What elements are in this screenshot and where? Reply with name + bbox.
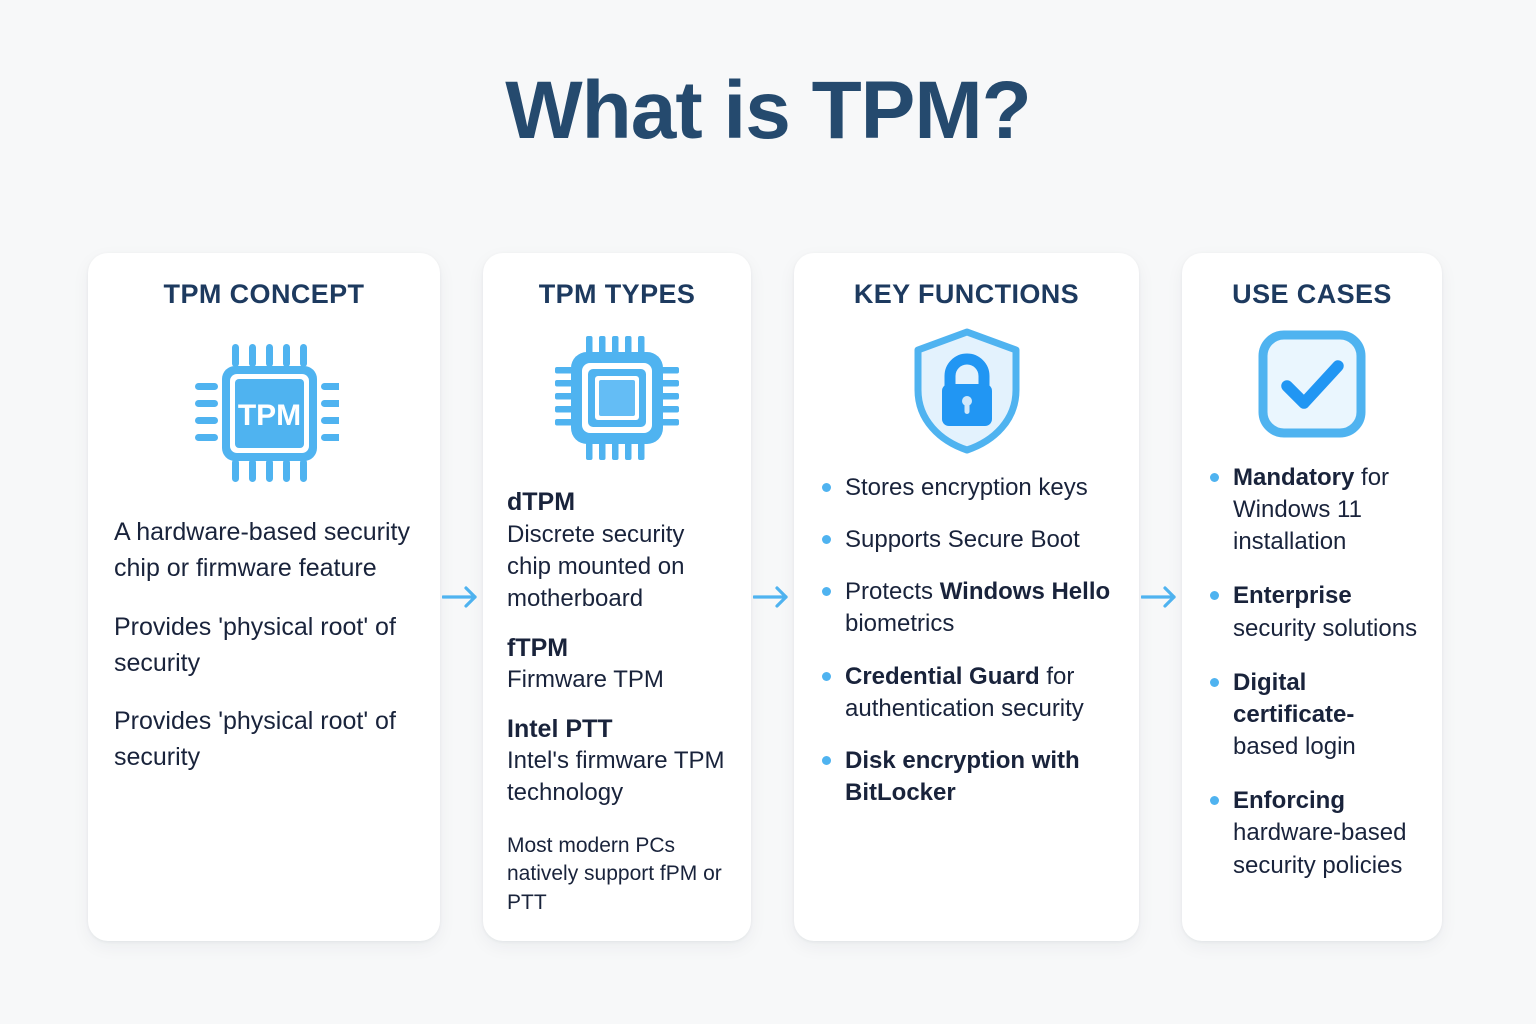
key-functions-list: Stores encryption keys Supports Secure B… bbox=[818, 472, 1115, 809]
arrow-right-icon bbox=[441, 586, 477, 608]
type-desc-1: Discrete security chip mounted on mother… bbox=[507, 520, 685, 613]
page-title: What is TPM? bbox=[505, 65, 1032, 156]
bullet-text-bold: Disk encryption with BitLocker bbox=[845, 746, 1080, 807]
chip-tpm-icon-wrap: TPM bbox=[112, 338, 416, 488]
bullet-text-plain-after: hardware-based security policies bbox=[1233, 819, 1407, 879]
checkbox-check-icon-wrap bbox=[1206, 328, 1418, 440]
card-title-key-functions: KEY FUNCTIONS bbox=[853, 279, 1080, 309]
concept-paragraph-1: A hardware-based security chip or firmwa… bbox=[114, 518, 410, 583]
bullet-text-bold: Enterprise bbox=[1233, 582, 1352, 610]
concept-paragraph-3: Provides 'physical root' of security bbox=[114, 707, 396, 772]
bullet-text-bold: Mandatory bbox=[1233, 464, 1355, 491]
bullet-text-bold: Credential Guard bbox=[845, 662, 1040, 690]
arrow-right-icon bbox=[752, 586, 788, 608]
list-item: Enterprise security solutions bbox=[1206, 580, 1418, 644]
list-item: Disk encryption with BitLocker bbox=[818, 745, 1115, 809]
bullet-text-plain-after: biometrics bbox=[845, 610, 955, 638]
card-tpm-types: TPM TYPES bbox=[483, 253, 751, 941]
bullet-text-plain-after: for authentication security bbox=[845, 662, 1084, 722]
list-item: Digital certificate-based login bbox=[1206, 667, 1418, 763]
shield-lock-icon-wrap bbox=[818, 326, 1115, 456]
bullet-text-bold: Digital certificate- bbox=[1233, 668, 1355, 728]
card-title-tpm-concept: TPM CONCEPT bbox=[163, 279, 365, 309]
card-rail: TPM CONCEPT bbox=[88, 253, 1448, 941]
list-item: Mandatory for Windows 11 installation bbox=[1206, 462, 1418, 558]
card-title-use-cases: USE CASES bbox=[1232, 279, 1392, 309]
bullet-text-plain-after: security solutions bbox=[1233, 614, 1418, 642]
bullet-text-bold: Windows Hello bbox=[939, 578, 1111, 606]
bullet-text-plain-before: Supports Secure Boot bbox=[845, 526, 1080, 554]
checkbox-check-icon bbox=[1258, 330, 1366, 438]
list-item: Credential Guard for authentication secu… bbox=[818, 661, 1115, 725]
card-title-tpm-types: TPM TYPES bbox=[538, 279, 696, 309]
processor-chip-icon-wrap bbox=[507, 334, 727, 462]
arrow-functions-to-usecases bbox=[1139, 253, 1182, 941]
bullet-text-plain-after: based login bbox=[1233, 733, 1356, 761]
processor-chip-icon bbox=[555, 336, 679, 460]
chip-icon-label: TPM bbox=[238, 399, 301, 432]
chip-tpm-icon: TPM bbox=[195, 344, 339, 482]
shield-lock-icon bbox=[914, 328, 1019, 454]
bullet-text-plain-before: Stores encryption keys bbox=[845, 474, 1088, 501]
bullet-text-bold: Enforcing bbox=[1233, 787, 1345, 815]
type-desc-2: Firmware TPM bbox=[507, 666, 664, 694]
card-key-functions: KEY FUNCTIONS Stores encryption keys Sup… bbox=[794, 253, 1139, 941]
type-term-3: Intel PTT bbox=[507, 714, 613, 743]
list-item: Enforcing hardware-based security polici… bbox=[1206, 785, 1418, 881]
use-cases-list: Mandatory for Windows 11 installation En… bbox=[1206, 462, 1418, 904]
card-tpm-concept: TPM CONCEPT bbox=[88, 253, 440, 941]
bullet-text-plain-before: Protects bbox=[845, 578, 940, 606]
type-note: Most modern PCs natively support fPM or … bbox=[507, 833, 722, 914]
type-term-2: fTPM bbox=[507, 633, 569, 662]
concept-paragraph-2: Provides 'physical root' of security bbox=[114, 612, 396, 677]
arrow-right-icon bbox=[1140, 586, 1176, 608]
list-item: Supports Secure Boot bbox=[818, 524, 1115, 556]
bullet-text-plain-after: for Windows 11 installation bbox=[1233, 464, 1390, 556]
type-term-1: dTPM bbox=[507, 488, 576, 516]
arrow-types-to-functions bbox=[751, 253, 794, 941]
type-desc-3: Intel's firmware TPM technology bbox=[507, 747, 725, 807]
arrow-concept-to-types bbox=[440, 253, 483, 941]
card-use-cases: USE CASES Mandatory for Windows 11 insta… bbox=[1182, 253, 1442, 941]
list-item: Protects Windows Hello biometrics bbox=[818, 576, 1115, 640]
list-item: Stores encryption keys bbox=[818, 472, 1115, 504]
